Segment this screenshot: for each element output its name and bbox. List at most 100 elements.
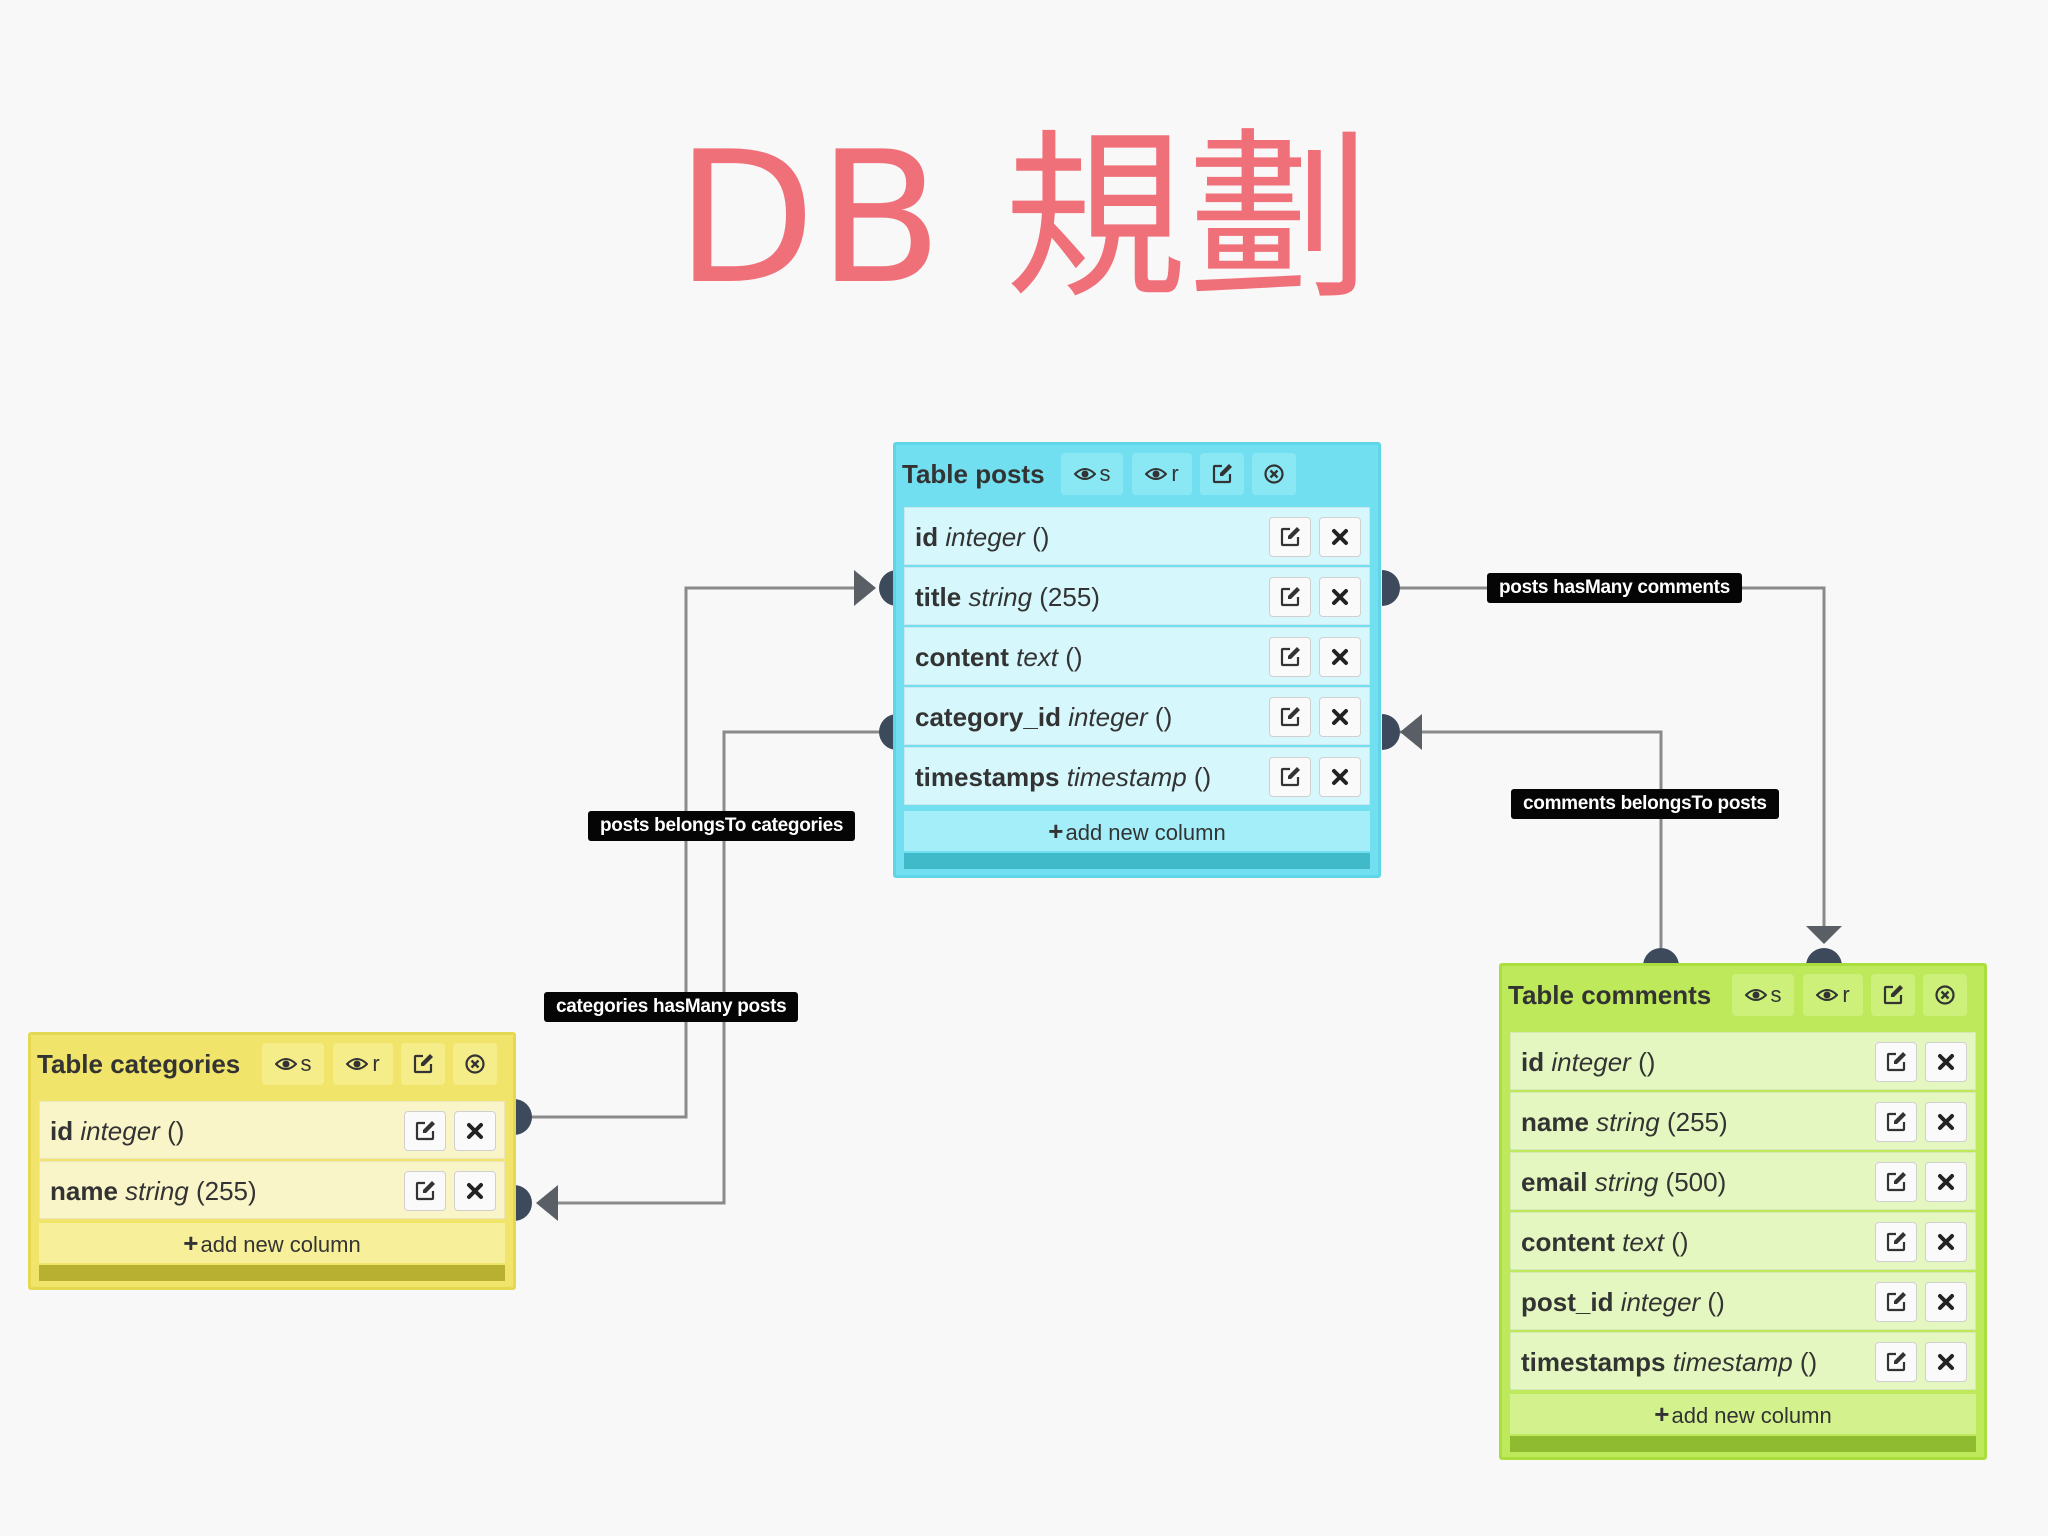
view-s-button[interactable]: s (1061, 453, 1123, 495)
edit-icon (413, 1054, 433, 1074)
delete-column-button[interactable] (1925, 1162, 1967, 1202)
add-column-button[interactable]: +add new column (39, 1223, 505, 1263)
edit-column-button[interactable] (1875, 1342, 1917, 1382)
column-args: () (1147, 702, 1173, 732)
edit-table-button[interactable] (401, 1043, 445, 1085)
column-list: id integer ()title string (255)content t… (904, 507, 1370, 807)
relation-label-comments-belongsto-posts: comments belongsTo posts (1511, 789, 1779, 819)
column-row[interactable]: timestamps timestamp () (1510, 1332, 1976, 1390)
column-args: () (1700, 1287, 1725, 1317)
add-column-button[interactable]: +add new column (904, 811, 1370, 851)
close-circle-icon (1264, 464, 1284, 484)
view-s-button[interactable]: s (262, 1043, 324, 1085)
column-row[interactable]: timestamps timestamp () (904, 747, 1370, 805)
column-args: () (1058, 642, 1083, 672)
connector-end-categories-id (514, 1099, 532, 1135)
view-r-label: r (1171, 461, 1179, 486)
column-name: title (915, 582, 962, 612)
edit-column-button[interactable] (1269, 517, 1311, 557)
view-r-button[interactable]: r (1803, 974, 1863, 1016)
view-r-button[interactable]: r (1132, 453, 1192, 495)
column-row[interactable]: id integer () (39, 1101, 505, 1159)
column-row[interactable]: email string (500) (1510, 1152, 1976, 1210)
remove-table-button[interactable] (453, 1043, 497, 1085)
delete-column-button[interactable] (1319, 637, 1361, 677)
column-definition: id integer () (1521, 1033, 1655, 1091)
connector-comments-belongsto-posts (1400, 730, 1663, 952)
connector-end-posts-category-right (1382, 714, 1400, 750)
eye-icon (1744, 989, 1767, 1001)
column-list: id integer ()name string (255)email stri… (1510, 1032, 1976, 1392)
column-args: () (1024, 522, 1050, 552)
column-definition: title string (255) (915, 568, 1100, 626)
table-footer (904, 853, 1370, 869)
edit-column-button[interactable] (1875, 1222, 1917, 1262)
delete-column-button[interactable] (1925, 1222, 1967, 1262)
remove-table-button[interactable] (1252, 453, 1296, 495)
edit-column-button[interactable] (1875, 1282, 1917, 1322)
table-categories[interactable]: Table categories s r id integer ()name s… (28, 1032, 516, 1290)
slide-title: DB 規劃 (675, 112, 1373, 324)
edit-column-button[interactable] (1875, 1042, 1917, 1082)
eye-icon (274, 1058, 297, 1070)
delete-column-button[interactable] (1925, 1342, 1967, 1382)
table-posts[interactable]: Table posts s r id integer ()title strin… (893, 442, 1381, 878)
delete-column-button[interactable] (1925, 1102, 1967, 1142)
edit-column-button[interactable] (404, 1111, 446, 1151)
delete-x-icon (1332, 589, 1348, 605)
relation-label-posts-belongsto-categories: posts belongsTo categories (588, 811, 856, 841)
column-definition: name string (255) (1521, 1093, 1728, 1151)
delete-column-button[interactable] (454, 1111, 496, 1151)
column-row[interactable]: content text () (904, 627, 1370, 685)
delete-column-button[interactable] (1319, 697, 1361, 737)
connector-end-comments-right (1806, 948, 1842, 966)
delete-column-button[interactable] (1319, 757, 1361, 797)
add-column-button[interactable]: +add new column (1510, 1394, 1976, 1434)
column-row[interactable]: content text () (1510, 1212, 1976, 1270)
column-definition: timestamps timestamp () (915, 748, 1211, 806)
view-r-button[interactable]: r (333, 1043, 393, 1085)
view-s-label: s (1099, 461, 1111, 486)
eye-icon (1816, 989, 1839, 1001)
view-r-label: r (1842, 982, 1850, 1007)
column-row[interactable]: id integer () (904, 507, 1370, 565)
column-row[interactable]: id integer () (1510, 1032, 1976, 1090)
delete-column-button[interactable] (1319, 517, 1361, 557)
column-row[interactable]: name string (255) (1510, 1092, 1976, 1150)
edit-table-button[interactable] (1200, 453, 1244, 495)
column-row[interactable]: category_id integer () (904, 687, 1370, 745)
column-type: timestamp (1066, 762, 1187, 792)
edit-table-button[interactable] (1871, 974, 1915, 1016)
delete-column-button[interactable] (1319, 577, 1361, 617)
edit-column-button[interactable] (1875, 1162, 1917, 1202)
edit-column-button[interactable] (1269, 697, 1311, 737)
delete-column-button[interactable] (454, 1171, 496, 1211)
relation-label-posts-hasmany-comments: posts hasMany comments (1487, 573, 1742, 603)
column-definition: name string (255) (50, 1162, 257, 1220)
table-comments[interactable]: Table comments s r id integer ()name str… (1499, 963, 1987, 1460)
view-s-button[interactable]: s (1732, 974, 1794, 1016)
table-title[interactable]: Table comments (1508, 980, 1712, 1010)
edit-column-button[interactable] (404, 1171, 446, 1211)
connector-end-posts-title-left (879, 570, 897, 606)
edit-column-button[interactable] (1269, 637, 1311, 677)
edit-column-button[interactable] (1269, 757, 1311, 797)
remove-table-button[interactable] (1923, 974, 1967, 1016)
edit-column-button[interactable] (1269, 577, 1311, 617)
delete-column-button[interactable] (1925, 1042, 1967, 1082)
edit-icon (1886, 1052, 1906, 1072)
edit-icon (1280, 647, 1300, 667)
column-row[interactable]: name string (255) (39, 1161, 505, 1219)
table-title[interactable]: Table categories (37, 1049, 241, 1079)
edit-column-button[interactable] (1875, 1102, 1917, 1142)
column-name: content (915, 642, 1009, 672)
delete-column-button[interactable] (1925, 1282, 1967, 1322)
edit-icon (415, 1121, 435, 1141)
edit-icon (1886, 1352, 1906, 1372)
column-row[interactable]: title string (255) (904, 567, 1370, 625)
delete-x-icon (1938, 1354, 1954, 1370)
column-args: (255) (1659, 1107, 1728, 1137)
column-args: (255) (188, 1176, 257, 1206)
table-title[interactable]: Table posts (902, 459, 1045, 489)
column-row[interactable]: post_id integer () (1510, 1272, 1976, 1330)
